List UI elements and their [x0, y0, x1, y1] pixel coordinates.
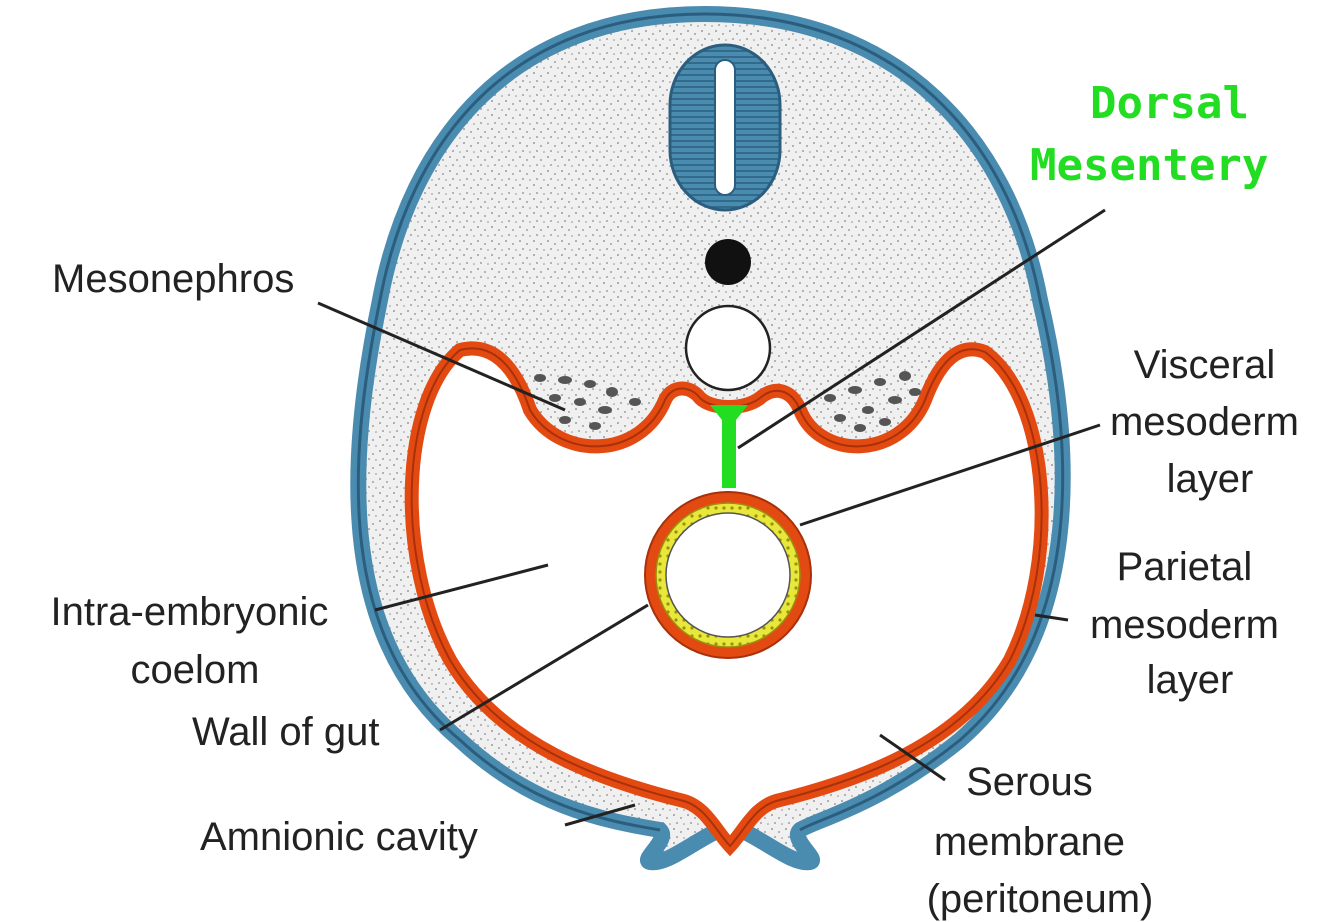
label-serous-line-2: membrane [934, 820, 1125, 864]
label-visceral: Visceral mesoderm layer [1110, 343, 1310, 501]
label-amnion: Amnionic cavity [200, 815, 478, 859]
label-dorsal-mesentery-line-1: Dorsal [1090, 78, 1249, 129]
label-mesonephros: Mesonephros [52, 257, 294, 301]
label-parietal: Parietal mesoderm layer [1090, 545, 1290, 702]
label-parietal-line-1: Parietal [1117, 545, 1253, 589]
dorsal-aorta [686, 306, 770, 390]
neural-canal [715, 60, 735, 195]
label-serous: Serous membrane (peritoneum) [927, 760, 1154, 921]
label-parietal-line-2: mesoderm [1090, 603, 1279, 647]
label-visceral-line-1: Visceral [1134, 343, 1276, 387]
label-parietal-line-3: layer [1147, 658, 1234, 702]
label-gut: Wall of gut [192, 710, 379, 754]
label-visceral-line-2: mesoderm [1110, 400, 1299, 444]
label-coelom: Intra-embryonic coelom [51, 590, 340, 692]
label-dorsal-mesentery-line-2: Mesentery [1030, 140, 1268, 191]
label-serous-line-1: Serous [966, 760, 1093, 804]
label-serous-line-3: (peritoneum) [927, 877, 1154, 921]
gut-lumen [666, 513, 790, 637]
label-coelom-line-1: Intra-embryonic [51, 590, 329, 634]
label-coelom-line-2: coelom [131, 648, 260, 692]
notochord [705, 239, 751, 285]
label-visceral-line-3: layer [1167, 457, 1254, 501]
label-dorsal-mesentery: Dorsal Mesentery [1030, 78, 1275, 191]
